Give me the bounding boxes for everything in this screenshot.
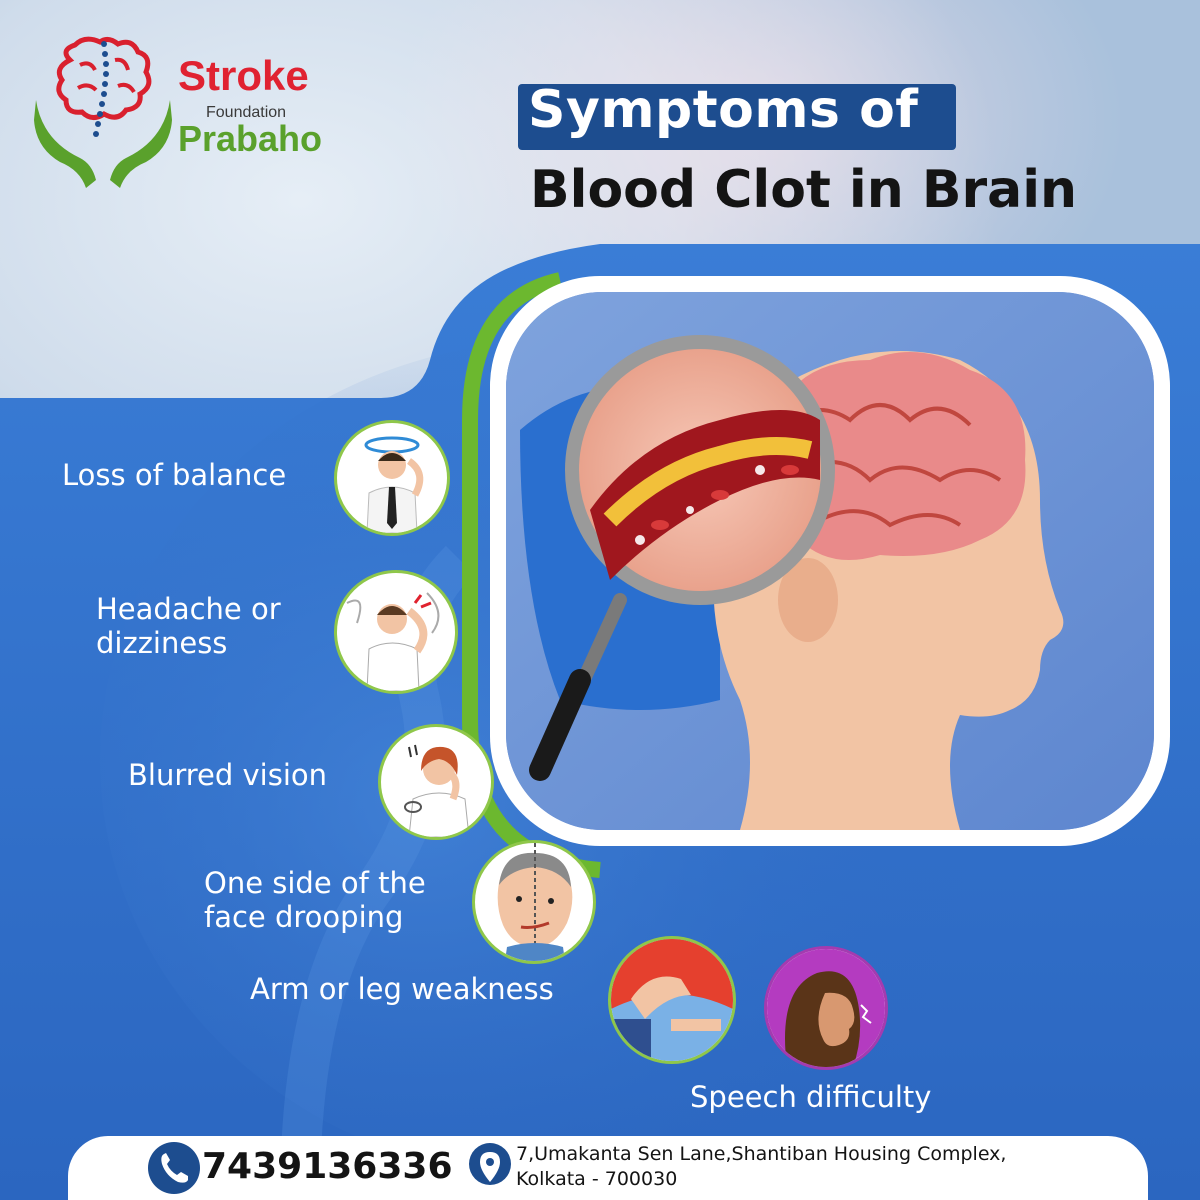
speaking-woman-icon <box>764 946 888 1070</box>
phone-icon <box>148 1142 200 1194</box>
location-pin-icon <box>469 1143 511 1185</box>
headline-line2: Blood Clot in Brain <box>530 160 1078 220</box>
symptom-label-line2: dizziness <box>96 626 228 660</box>
symptom-label-line1: Headache or <box>96 592 281 626</box>
holding-arm-icon <box>608 936 736 1064</box>
symptom-label: Loss of balance <box>62 458 287 492</box>
symptom-label: Arm or leg weakness <box>250 972 554 1006</box>
magnifier-over-brain-artery-icon <box>570 340 830 600</box>
address: 7,Umakanta Sen Lane,Shantiban Housing Co… <box>516 1142 1076 1192</box>
headline-highlight <box>518 84 956 150</box>
logo <box>30 30 360 190</box>
drooping-face-icon <box>472 840 596 964</box>
symptom-label-line1: One side of the <box>204 866 426 900</box>
phone-number[interactable]: 7439136336 <box>202 1146 453 1187</box>
contact-bar <box>68 1136 1148 1200</box>
headline-line1: Symptoms of <box>528 80 919 140</box>
symptom-label: Blurred vision <box>128 758 328 792</box>
brand-name-foundation: Foundation <box>206 104 287 121</box>
brand-name-stroke: Stroke <box>178 52 309 99</box>
symptom-label-line2: face drooping <box>204 900 404 934</box>
headache-man-icon <box>334 570 458 694</box>
brand-name-prabaho: Prabaho <box>178 118 323 159</box>
brain-hands-logo-icon <box>34 36 172 188</box>
dizzy-man-icon <box>334 420 450 536</box>
symptom-label: Speech difficulty <box>690 1080 932 1114</box>
address-line1: 7,Umakanta Sen Lane,Shantiban Housing Co… <box>516 1143 1007 1165</box>
address-line2: Kolkata - 700030 <box>516 1168 678 1190</box>
rubbing-eyes-woman-icon <box>378 724 494 840</box>
